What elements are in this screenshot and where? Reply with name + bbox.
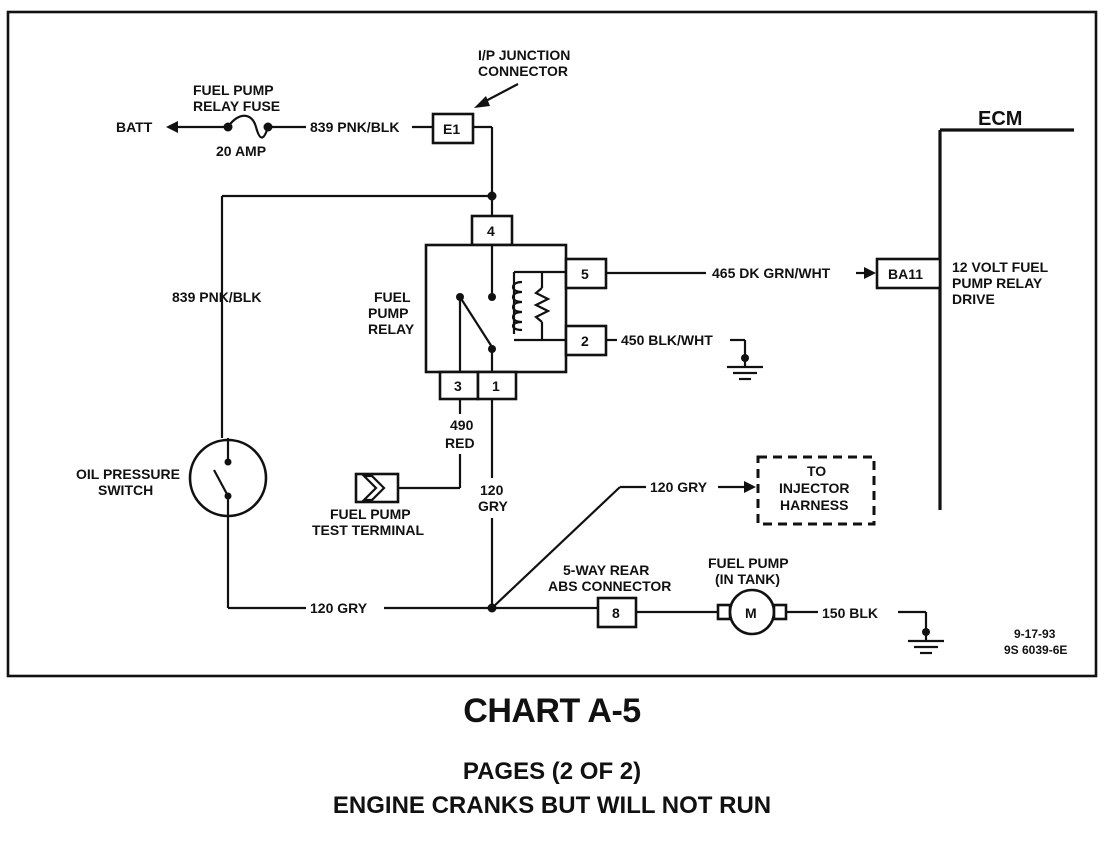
pump-terminal-right — [772, 603, 788, 621]
diagram-frame — [6, 10, 1098, 678]
injector-harness-box — [756, 455, 876, 526]
pump-terminal-left — [716, 603, 732, 621]
relay-switch-arm — [459, 296, 493, 348]
injector-arrow-icon — [744, 481, 756, 493]
ground-1-node — [741, 354, 749, 362]
chart-title: CHART A-5 — [463, 692, 641, 730]
fuse-label-2: RELAY FUSE — [193, 98, 280, 114]
chart-subtitle: ENGINE CRANKS BUT WILL NOT RUN — [332, 792, 772, 819]
ip-junction-label-1: I/P JUNCTION — [478, 47, 570, 63]
relay-pin-4-label: 4 — [487, 223, 495, 239]
relay-contact-top — [488, 293, 496, 301]
wire-120-injector-diag — [491, 486, 621, 609]
ecm-drive-line-3: DRIVE — [952, 291, 995, 307]
fuel-pump-motor-label: M — [745, 605, 757, 621]
relay-label-3: RELAY — [368, 321, 415, 337]
fuse-rating: 20 AMP — [216, 143, 266, 159]
batt-arrow-icon — [166, 121, 178, 133]
injector-line-3: HARNESS — [780, 497, 848, 513]
connector-ba11 — [875, 257, 942, 290]
ecm-drive-line-1: 12 VOLT FUEL — [952, 259, 1049, 275]
wire-120-injector-label: 120 GRY — [650, 479, 708, 495]
relay-pin-1 — [476, 370, 518, 401]
oil-switch-contact-top — [224, 458, 232, 466]
relay-label-1: FUEL — [374, 289, 411, 305]
test-terminal-icon — [354, 472, 400, 504]
test-terminal-line-1: FUEL PUMP — [330, 506, 411, 522]
ground-icon — [727, 365, 763, 381]
connector-ba11-label: BA11 — [888, 266, 923, 282]
injector-line-2: INJECTOR — [779, 480, 850, 496]
fuel-pump-line-2: (IN TANK) — [715, 571, 780, 587]
chart-pages: PAGES (2 OF 2) — [462, 758, 642, 785]
relay-pin-5-label: 5 — [581, 266, 589, 282]
wire-839-left-label: 839 PNK/BLK — [172, 289, 261, 305]
ecm-label: ECM — [978, 108, 1022, 130]
relay-pin-5 — [564, 257, 608, 290]
batt-label: BATT — [116, 119, 153, 135]
wire-450-label: 450 BLK/WHT — [621, 332, 713, 348]
date-code-line-1: 9-17-93 — [1014, 627, 1056, 641]
relay-pin-1-label: 1 — [492, 378, 500, 394]
wire-150-label: 150 BLK — [822, 605, 878, 621]
connector-e1 — [431, 112, 475, 145]
injector-line-1: TO — [807, 463, 826, 479]
abs-label-1: 5-WAY REAR — [563, 562, 649, 578]
connector-abs-pin: 8 — [612, 605, 620, 621]
test-terminal-line-2: TEST TERMINAL — [312, 522, 424, 538]
fuse-symbol-icon — [227, 114, 270, 139]
wire-839-top-label: 839 PNK/BLK — [310, 119, 399, 135]
wire-490-color: RED — [445, 435, 475, 451]
ecm-drive-line-2: PUMP RELAY — [952, 275, 1043, 291]
wire-490-num: 490 — [450, 417, 474, 433]
wire-465-label: 465 DK GRN/WHT — [712, 265, 831, 281]
fuse-terminal-right — [263, 122, 273, 132]
ip-junction-label-2: CONNECTOR — [478, 63, 568, 79]
wire-465-arrow-icon — [864, 267, 876, 279]
oil-switch-line-1: OIL PRESSURE — [76, 466, 180, 482]
relay-pin-2-label: 2 — [581, 333, 589, 349]
test-terminal-chevron — [361, 474, 386, 502]
oil-switch-arm — [213, 469, 229, 497]
ground-icon — [908, 639, 944, 655]
connector-e1-label: E1 — [443, 121, 460, 137]
ip-junction-arrow-icon — [474, 96, 490, 108]
oil-switch-line-2: SWITCH — [98, 482, 153, 498]
fuel-pump-line-1: FUEL PUMP — [708, 555, 789, 571]
relay-coil-icon — [511, 280, 523, 332]
relay-label-2: PUMP — [368, 305, 408, 321]
fuse-label-1: FUEL PUMP — [193, 82, 274, 98]
wire-120-num: 120 — [480, 482, 504, 498]
wire-120-color: GRY — [478, 498, 508, 514]
relay-pin-3-label: 3 — [454, 378, 462, 394]
resistor-icon — [533, 287, 551, 323]
ground-2-node — [922, 628, 930, 636]
abs-label-2: ABS CONNECTOR — [548, 578, 671, 594]
wire-120-bottom-label: 120 GRY — [310, 600, 368, 616]
date-code-line-2: 9S 6039-6E — [1004, 643, 1067, 657]
